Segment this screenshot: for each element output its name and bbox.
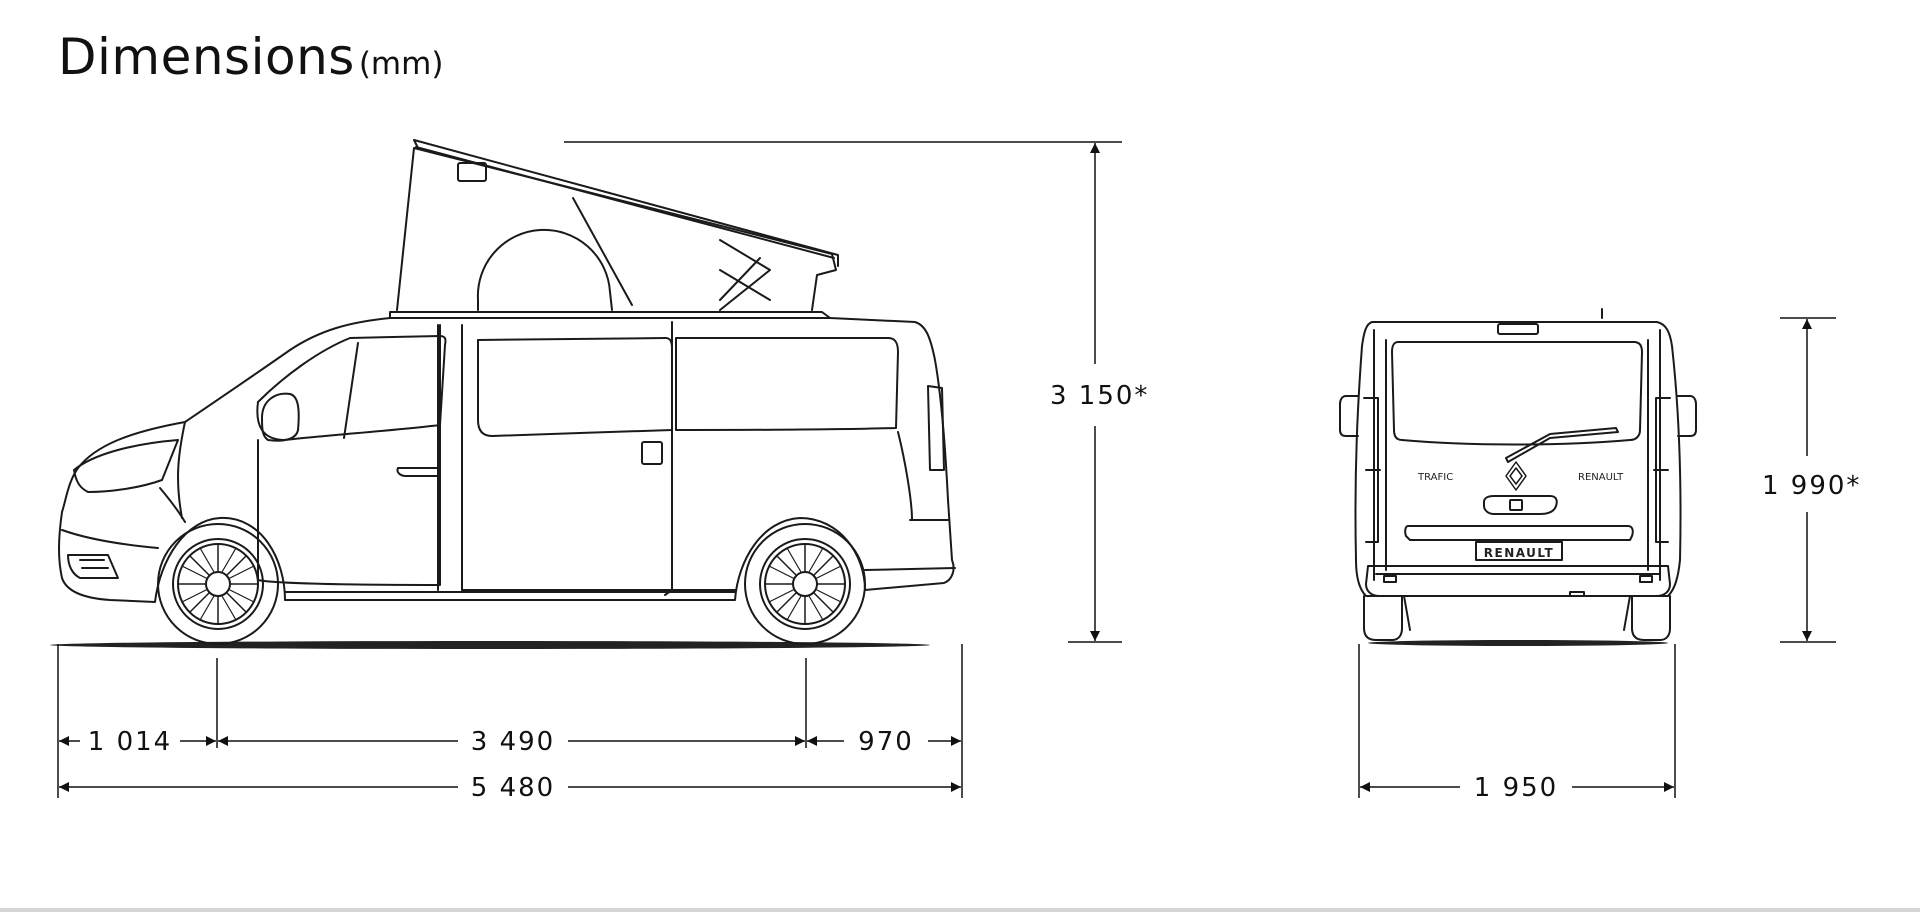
- front-overhang-label: 1 014: [88, 727, 172, 757]
- rear-view-van: [1339, 308, 1697, 646]
- page-title: Dimensions(mm): [58, 28, 443, 86]
- bottom-divider: [0, 908, 1920, 912]
- plate-text: RENAULT: [1484, 546, 1555, 560]
- title-unit: (mm): [358, 46, 444, 82]
- pop-up-roof: [396, 139, 839, 311]
- model-badge: TRAFIC: [1417, 472, 1453, 483]
- title-main: Dimensions: [58, 28, 355, 86]
- rear-height-label: 1 990*: [1762, 471, 1861, 501]
- front-wheel: [157, 523, 279, 645]
- side-view-van: [50, 139, 956, 649]
- rear-overhang-label: 970: [858, 727, 914, 757]
- wheelbase-label: 3 490: [471, 727, 555, 757]
- rear-width-label: 1 950: [1474, 773, 1558, 803]
- rear-wheel: [744, 523, 866, 645]
- overall-length-label: 5 480: [471, 773, 555, 803]
- brand-badge: RENAULT: [1578, 472, 1624, 483]
- brand-logo: [1505, 461, 1527, 491]
- overall-height-label: 3 150*: [1050, 381, 1149, 411]
